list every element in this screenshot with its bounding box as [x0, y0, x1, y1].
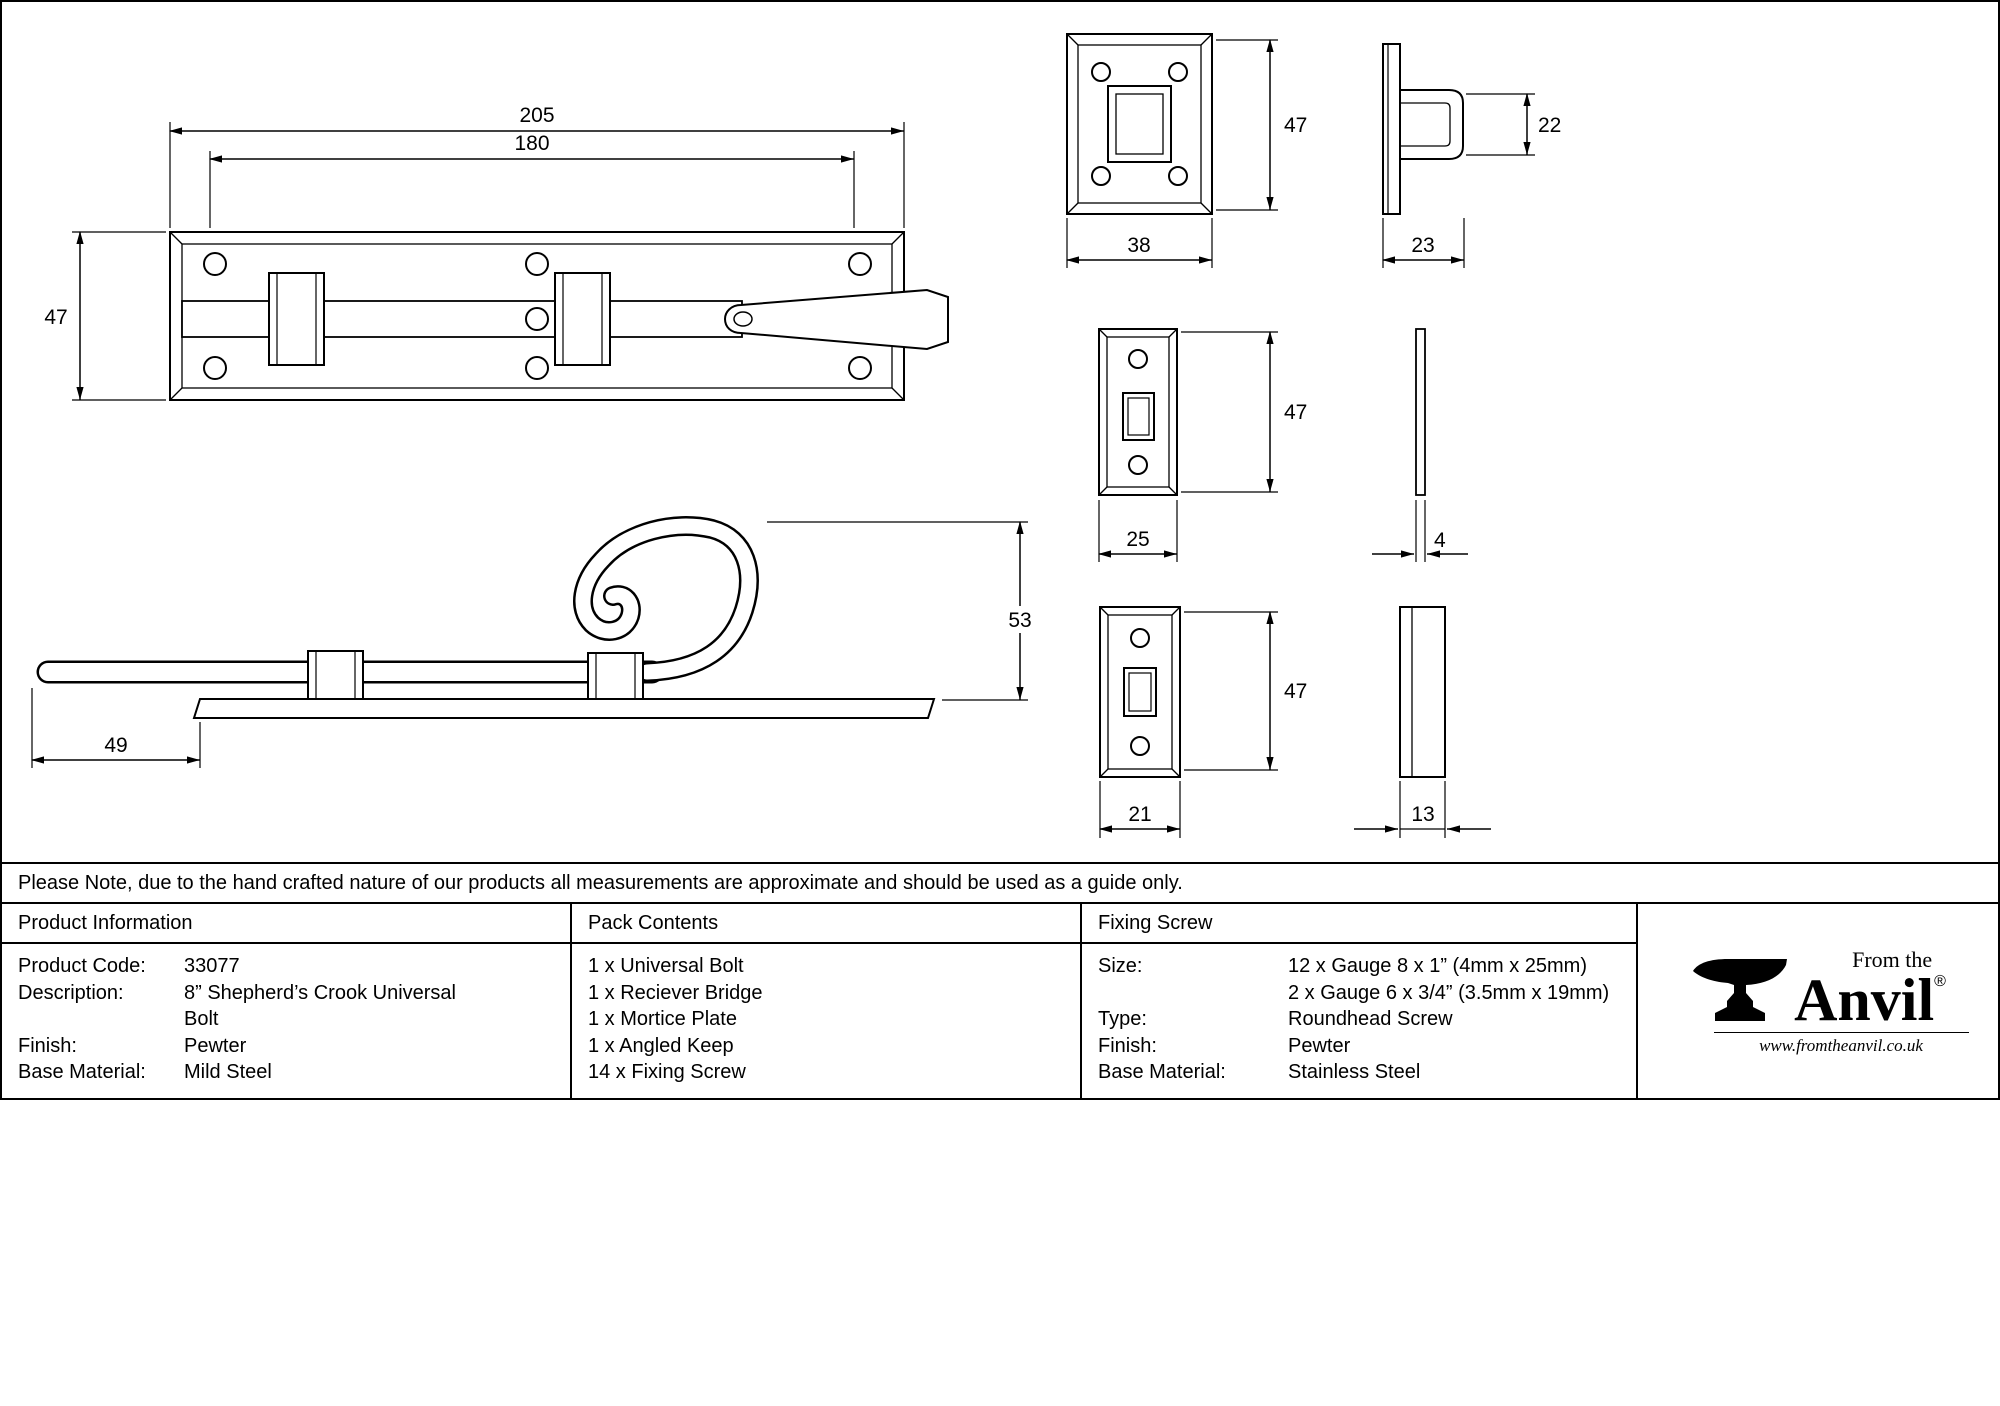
dim-bridge-depth: 23 [1411, 234, 1434, 257]
mortice-slot [1122, 392, 1155, 441]
pack-contents-cell: 1 x Universal Bolt 1 x Reciever Bridge 1… [572, 944, 1082, 1098]
screw-type-label: Type: [1098, 1008, 1147, 1030]
dim-mortice-thickness: 4 [1434, 529, 1446, 552]
pack-item: 1 x Mortice Plate [588, 1008, 737, 1030]
product-info-table: Product Information Pack Contents Fixing… [2, 902, 1998, 1098]
dim-mortice-width: 25 [1126, 528, 1149, 551]
product-code-row: Product Code: 33077 [18, 953, 570, 980]
dim-bridge-width: 38 [1127, 234, 1150, 257]
fixing-screw-cell: Size: 12 x Gauge 8 x 1” (4mm x 25mm) 2 x… [1082, 944, 1638, 1098]
screw-hole [1130, 736, 1150, 756]
shepherds-crook-bolt-drawing: 53 49 [31, 516, 1038, 768]
finish-label: Finish: [18, 1034, 77, 1057]
universal-bolt-drawing: 205 180 47 [44, 104, 949, 401]
bridge-loop [1400, 89, 1464, 160]
screw-size-value: 12 x Gauge 8 x 1” (4mm x 25mm) [1288, 955, 1587, 977]
screw-type-row: Type: Roundhead Screw [1098, 1006, 1636, 1033]
description-value: 8” Shepherd’s Crook Universal Bolt [184, 981, 456, 1031]
bolt-guides [268, 272, 611, 366]
base-material-row: Base Material: Mild Steel [18, 1059, 570, 1086]
description-label: Description: [18, 981, 124, 1004]
product-information-cell: Product Code: 33077 Description: 8” Shep… [2, 944, 572, 1098]
product-code-value: 33077 [184, 955, 240, 977]
dim-bolt-length: 205 [519, 104, 554, 127]
screw-size-label-2 [1098, 980, 1288, 1007]
baseplate [192, 698, 936, 719]
header-product-information: Product Information [2, 904, 572, 944]
dim-bolt-height: 47 [44, 306, 67, 329]
receiver-bridge-front-drawing: 47 38 [1066, 33, 1307, 268]
screw-holes [203, 252, 872, 380]
registered-trademark-symbol: ® [1934, 972, 1946, 990]
screw-hole [1128, 349, 1148, 369]
mortice-plate-side-drawing: 4 [1372, 328, 1468, 562]
angled-keep-side-drawing: 13 [1354, 606, 1491, 838]
dim-keep-height: 47 [1284, 680, 1307, 703]
dim-bolt-inner-length: 180 [514, 132, 549, 155]
receiver-bridge-side-drawing: 22 23 [1382, 43, 1561, 268]
screw-holes [1091, 62, 1188, 186]
logo-brand-name: Anvil [1794, 966, 1935, 1033]
dim-bridge-height: 47 [1284, 114, 1307, 137]
note-text: Please Note, due to the hand crafted nat… [18, 871, 1183, 894]
description-row: Description: 8” Shepherd’s Crook Univers… [18, 980, 570, 1033]
header-pack-contents: Pack Contents [572, 904, 1082, 944]
product-code-label: Product Code: [18, 955, 146, 977]
bolt-rod [181, 300, 743, 338]
screw-type-value: Roundhead Screw [1288, 1008, 1453, 1030]
technical-drawings: 205 180 47 [2, 2, 1998, 862]
screw-finish-value: Pewter [1288, 1034, 1351, 1057]
logo-text: From the Anvil ® [1794, 946, 1946, 1033]
bridge-slot [1107, 85, 1172, 163]
note-bar: Please Note, due to the hand crafted nat… [2, 862, 1998, 902]
finish-row: Finish: Pewter [18, 1033, 570, 1060]
dim-crook-tip-length: 49 [104, 734, 127, 757]
screw-size-value-2: 2 x Gauge 6 x 3/4” (3.5mm x 19mm) [1288, 981, 1610, 1004]
dim-mortice-height: 47 [1284, 401, 1307, 424]
angled-keep-front-drawing: 47 21 [1099, 606, 1307, 838]
logo-website: www.fromtheanvil.co.uk [1713, 1031, 1969, 1056]
base-material-label: Base Material: [18, 1061, 146, 1083]
brand-logo: From the Anvil ® www.fromtheanvil.co.uk [1638, 904, 1998, 1098]
screw-size-label: Size: [1098, 955, 1143, 977]
screw-size-row-2: 2 x Gauge 6 x 3/4” (3.5mm x 19mm) [1098, 980, 1636, 1007]
anvil-icon [1693, 958, 1788, 1021]
screw-material-row: Base Material: Stainless Steel [1098, 1059, 1636, 1086]
keep-slot [1123, 667, 1157, 717]
pack-item: 1 x Universal Bolt [588, 955, 744, 977]
pack-item: 1 x Reciever Bridge [588, 981, 763, 1004]
screw-size-row: Size: 12 x Gauge 8 x 1” (4mm x 25mm) [1098, 953, 1636, 980]
bolt-guides [307, 650, 644, 700]
screw-finish-label: Finish: [1098, 1034, 1157, 1057]
screw-hole [1128, 455, 1148, 475]
logo-tagline: From the [1852, 946, 1933, 972]
dim-bridge-loop-height: 22 [1538, 114, 1561, 137]
screw-material-value: Stainless Steel [1288, 1061, 1421, 1083]
screw-finish-row: Finish: Pewter [1098, 1033, 1636, 1060]
finish-value: Pewter [184, 1034, 247, 1057]
base-material-value: Mild Steel [184, 1061, 272, 1083]
spec-sheet: 205 180 47 [0, 0, 2000, 1100]
mortice-plate-front-drawing: 47 25 [1098, 328, 1307, 562]
header-fixing-screw: Fixing Screw [1082, 904, 1638, 944]
pack-item: 14 x Fixing Screw [588, 1061, 746, 1083]
screw-hole [1130, 628, 1150, 648]
bolt-handle [723, 288, 949, 351]
dim-keep-width: 21 [1128, 803, 1151, 826]
dim-crook-height: 53 [1008, 609, 1031, 632]
pack-item: 1 x Angled Keep [588, 1034, 734, 1057]
dim-keep-depth: 13 [1411, 803, 1434, 826]
screw-material-label: Base Material: [1098, 1061, 1226, 1083]
